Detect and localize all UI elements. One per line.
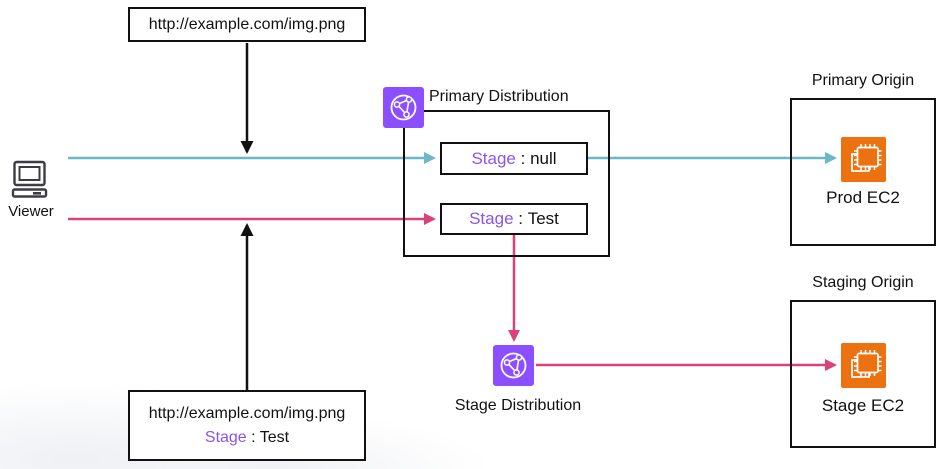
stage-test-separator: :	[513, 209, 528, 228]
stage-test-value: Test	[527, 209, 559, 228]
stage-header-separator: :	[246, 428, 260, 446]
primary-origin-box	[790, 98, 936, 246]
stage-distribution-label: Stage Distribution	[454, 397, 582, 414]
stage-ec2-label: Stage EC2	[821, 396, 905, 415]
request-url-bottom-stage-header: Stage : Test	[205, 426, 289, 449]
request-url-bottom-box: http://example.com/img.png Stage : Test	[128, 390, 366, 461]
ec2-instance-icon	[841, 343, 886, 388]
staging-origin-box	[790, 300, 936, 448]
cloudfront-distribution-icon	[493, 345, 534, 386]
stage-test-key: Stage	[469, 209, 514, 228]
stage-null-separator: :	[515, 148, 531, 168]
primary-distribution-box	[403, 110, 610, 257]
staging-origin-label: Staging Origin	[812, 274, 914, 291]
stage-header-key: Stage	[204, 428, 247, 446]
ec2-instance-icon	[841, 137, 886, 182]
viewer-label: Viewer	[8, 203, 54, 220]
stage-null-value: null	[530, 148, 557, 168]
stage-null-key: Stage	[471, 148, 516, 168]
stage-header-value: Test	[259, 428, 290, 446]
request-url-top-text: http://example.com/img.png	[148, 15, 346, 33]
stage-null-box: Stage : null	[440, 142, 588, 175]
computer-monitor-icon	[11, 160, 48, 200]
stage-test-box: Stage : Test	[440, 203, 588, 235]
cloudfront-distribution-icon	[383, 87, 424, 128]
request-url-top-box: http://example.com/img.png	[128, 7, 366, 42]
prod-ec2-label: Prod EC2	[826, 188, 900, 207]
primary-origin-label: Primary Origin	[811, 72, 915, 89]
request-url-bottom-text: http://example.com/img.png	[148, 405, 346, 423]
primary-distribution-label: Primary Distribution	[429, 88, 569, 105]
